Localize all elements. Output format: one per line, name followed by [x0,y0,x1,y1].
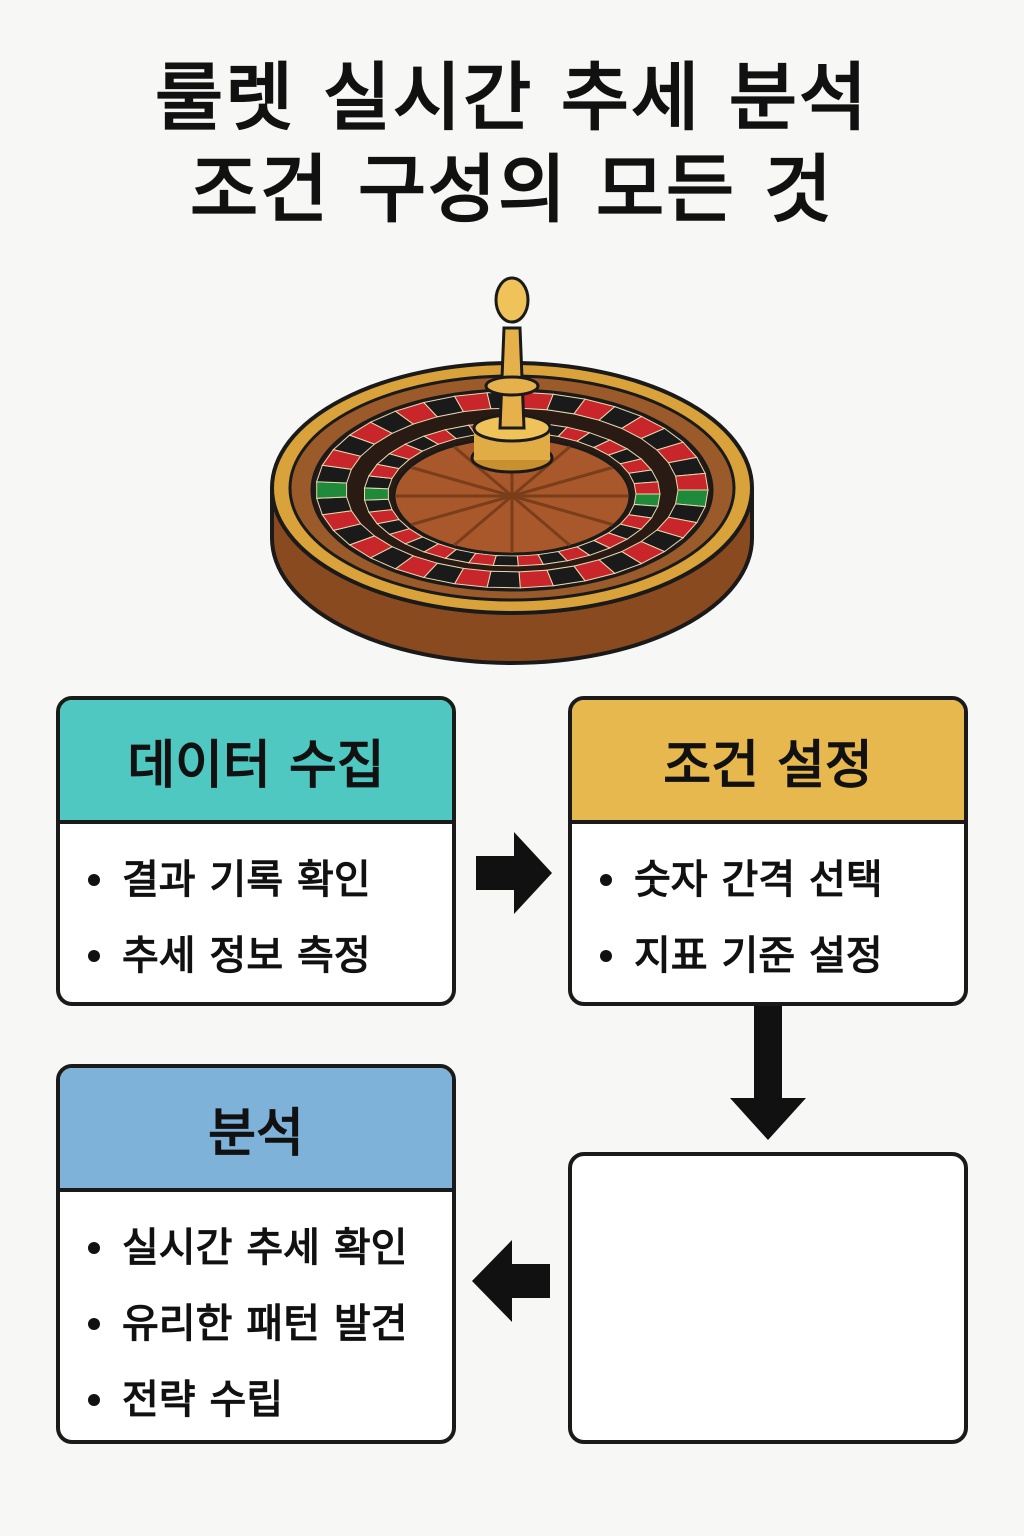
wheel-spoke [453,445,513,498]
step-condition-setting: 조건 설정 숫자 간격 선택 지표 기준 설정 [568,696,968,1006]
step-items: 결과 기록 확인 추세 정보 측정 [60,824,452,994]
list-item: 결과 기록 확인 [88,842,452,918]
list-item: 추세 정보 측정 [88,918,452,994]
bullet-icon [88,874,100,886]
bullet-icon [88,1242,100,1254]
page-title: 룰렛 실시간 추세 분석 조건 구성의 모든 것 [0,52,1024,236]
wheel-pocket [633,481,661,495]
wheel-pocket [363,498,393,513]
step-analysis: 분석 실시간 추세 확인 유리한 패턴 발견 전략 수립 [56,1064,456,1444]
wheel-spoke [511,494,613,526]
arrow-left-icon [472,1240,550,1322]
wheel-pocket [675,472,709,491]
bullet-icon [88,1394,100,1406]
roulette-wheel-icon [270,276,754,665]
wheel-pocket [486,570,521,589]
wheel-spoke [511,466,613,498]
wheel-pocket [364,487,389,501]
wheel-pocket [516,554,544,567]
step-data-collection: 데이터 수집 결과 기록 확인 추세 정보 측정 [56,696,456,1006]
step-items: 숫자 간격 선택 지표 기준 설정 [572,824,964,994]
step-heading: 조건 설정 [572,700,964,824]
wheel-spoke [511,445,571,498]
list-item: 전략 수립 [88,1362,452,1438]
bullet-icon [88,1318,100,1330]
arrow-down-icon [730,1006,806,1140]
list-item: 지표 기준 설정 [600,918,964,994]
bullet-icon [88,950,100,962]
wheel-spoke [411,466,513,498]
step-heading: 분석 [60,1068,452,1192]
arrow-right-icon [476,832,552,914]
list-item: 유리한 패턴 발견 [88,1286,452,1362]
wheel-pocket [492,554,519,567]
title-line-2: 조건 구성의 모든 것 [190,147,834,233]
empty-step-box [568,1152,968,1444]
list-item: 실시간 추세 확인 [88,1210,452,1286]
wheel-spoke [511,494,571,547]
wheel-pocket [518,569,555,589]
list-item: 숫자 간격 선택 [600,842,964,918]
bullet-icon [600,950,612,962]
step-heading: 데이터 수집 [60,700,452,824]
title-line-1: 룰렛 실시간 추세 분석 [154,55,869,141]
wheel-pocket [316,481,348,499]
bullet-icon [600,874,612,886]
wheel-spoke [453,494,513,547]
step-items: 실시간 추세 확인 유리한 패턴 발견 전략 수립 [60,1192,452,1438]
wheel-spoke [411,494,513,526]
